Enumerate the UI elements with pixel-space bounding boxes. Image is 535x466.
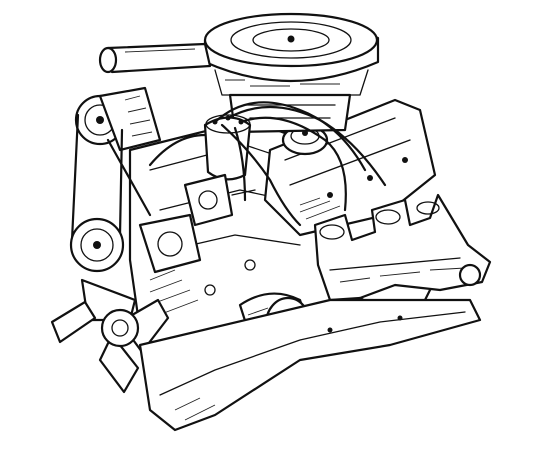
fan-belt-icon <box>70 113 152 242</box>
water-pump-icon <box>138 213 202 274</box>
cooling-fan-icon <box>50 278 170 394</box>
air-cleaner-icon <box>203 12 380 96</box>
alternator-icon <box>74 86 162 152</box>
air-intake-snorkel-icon <box>98 42 212 74</box>
crankshaft-pulley-icon <box>69 217 125 273</box>
oil-pan-icon <box>138 298 482 432</box>
fuel-pump-icon <box>183 173 256 227</box>
